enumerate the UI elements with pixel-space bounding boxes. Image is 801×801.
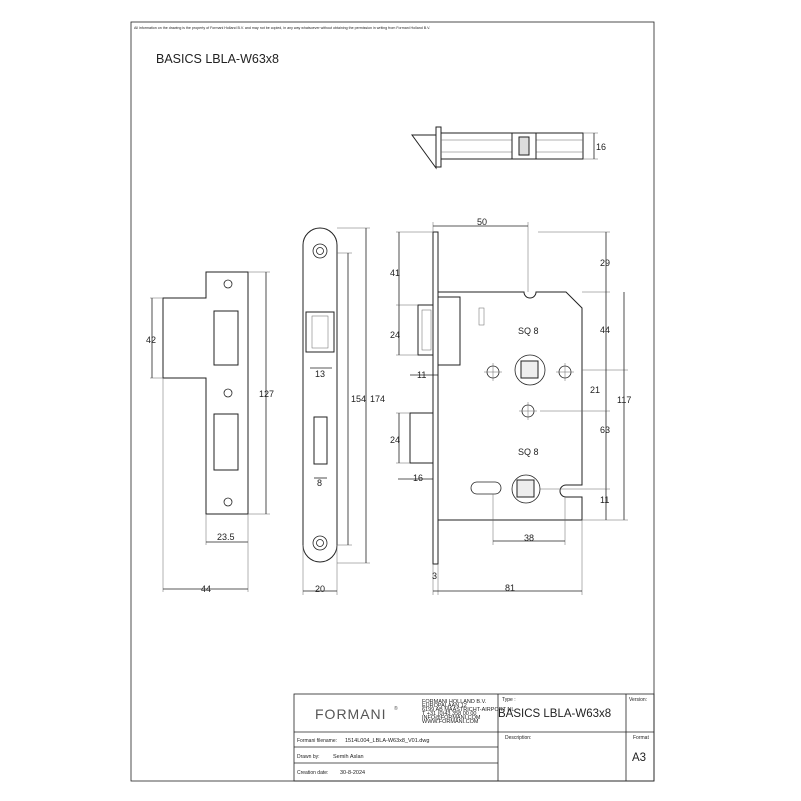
address-line-1: FORMANI HOLLAND B.V.	[422, 699, 487, 705]
dim-plate-20: 20	[315, 584, 325, 594]
drawn-by-label: Drawn by:	[297, 754, 320, 760]
drawn-by-value: Semih Aslan	[333, 754, 364, 760]
dim-body-21: 21	[590, 385, 600, 395]
version-label: Version:	[629, 697, 647, 703]
drawing-title: BASICS LBLA-W63x8	[156, 52, 279, 66]
dim-plate-13: 13	[315, 369, 325, 379]
dim-body-50: 50	[477, 217, 487, 227]
dim-body-16: 16	[413, 473, 423, 483]
format-label: Format	[633, 735, 649, 741]
dim-body-38: 38	[524, 533, 534, 543]
lock-body	[396, 222, 628, 595]
dim-latch-height: 16	[596, 142, 606, 152]
sq8-bottom-label: SQ 8	[518, 447, 539, 457]
dim-body-29: 29	[600, 258, 610, 268]
face-plate	[302, 227, 370, 595]
dim-striker-44: 44	[201, 584, 211, 594]
dim-body-63: 63	[600, 425, 610, 435]
brand-registered-mark: ®	[394, 705, 398, 712]
address-line-2: EUROPALAAN 12	[422, 703, 467, 709]
copyright-notice: All information on the drawing is the pr…	[134, 26, 430, 30]
dim-plate-154: 154	[351, 394, 366, 404]
title-block	[293, 693, 655, 782]
dim-body-3: 3	[432, 571, 437, 581]
dim-body-24b: 24	[390, 435, 400, 445]
dim-plate-8: 8	[317, 478, 322, 488]
dim-body-41: 41	[390, 268, 400, 278]
dim-body-11b: 11	[600, 495, 609, 505]
dim-body-44: 44	[600, 325, 610, 335]
address-line-6: WWW.FORMANI.COM	[422, 719, 479, 725]
dim-body-81: 81	[505, 583, 515, 593]
description-label: Description:	[505, 735, 531, 741]
latch-top-view	[411, 126, 598, 170]
format-value: A3	[632, 752, 646, 764]
type-value: BASICS LBLA-W63x8	[498, 708, 611, 720]
striker-plate	[150, 271, 270, 592]
brand-logo: FORMANI	[315, 706, 387, 722]
dim-striker-42: 42	[146, 335, 156, 345]
address-line-3: 6199 AB MAASTRICHT-AIRPORT NL	[422, 707, 514, 713]
creation-date-value: 30-8-2024	[340, 770, 365, 776]
dim-plate-174: 174	[370, 394, 385, 404]
dim-body-11a: 11	[417, 370, 426, 380]
filename-value: 1514L004_LBLA-W63x8_V01.dwg	[345, 738, 429, 744]
address-line-5: INFO@FORMANI.COM	[422, 715, 481, 721]
creation-date-label: Creation date:	[297, 770, 328, 776]
dim-body-24a: 24	[390, 330, 400, 340]
dim-body-117: 117	[617, 395, 631, 405]
address-line-4: T +31 (0)43 358 00 00	[422, 711, 476, 717]
sq8-top-label: SQ 8	[518, 326, 539, 336]
dim-striker-127: 127	[259, 389, 274, 399]
type-label: Type :	[502, 697, 516, 703]
filename-label: Formani filename:	[297, 738, 337, 744]
dim-striker-23-5: 23.5	[217, 532, 235, 542]
